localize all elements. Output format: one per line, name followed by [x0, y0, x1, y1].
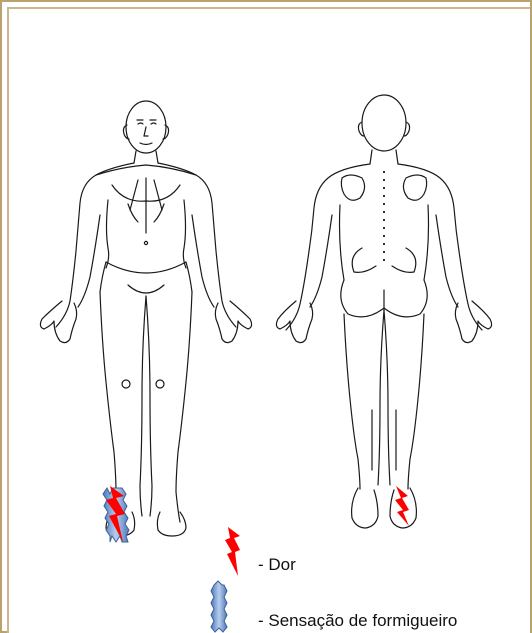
front-body-outline: [40, 101, 251, 536]
back-heel-pain-marker: [395, 486, 409, 526]
legend-pain-label: - Dor: [258, 555, 296, 575]
legend-tingling-badge-icon: [211, 581, 227, 632]
legend-tingling-label: - Sensação de formigueiro: [258, 611, 457, 631]
back-body-outline: [276, 95, 491, 528]
legend-lightning-icon: [225, 527, 240, 576]
spine-dots: [383, 171, 385, 261]
